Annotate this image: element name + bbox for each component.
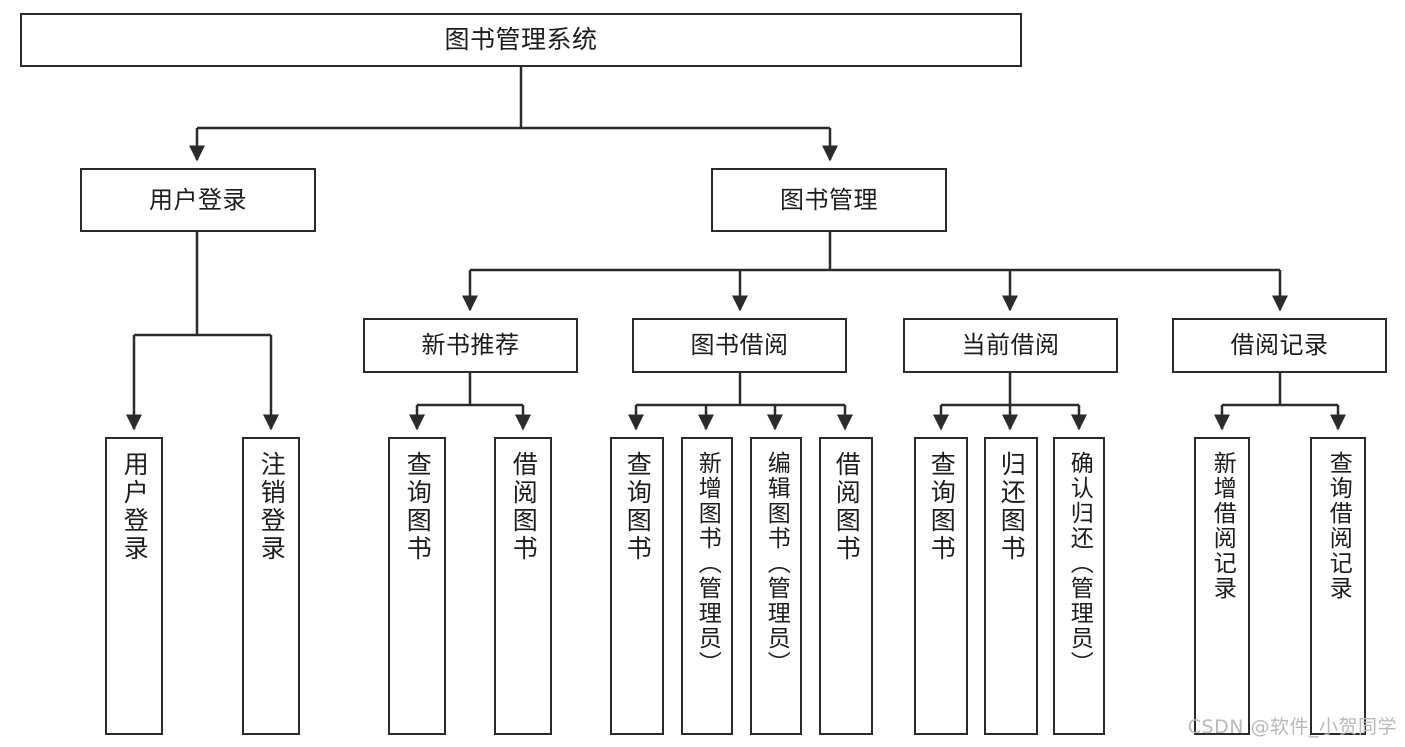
leaf-record-query-record[interactable]: 查询借阅记录 (1310, 437, 1366, 735)
node-label: 注销登录 (257, 451, 287, 563)
node-label: 新增借阅记录 (1209, 451, 1236, 601)
leaf-current-confirm-return-admin[interactable]: 确认归还（管理员） (1053, 437, 1105, 735)
leaf-borrow-edit-book-admin[interactable]: 编辑图书（管理员） (750, 437, 802, 735)
node-label: 借阅图书 (509, 451, 539, 563)
node-root-system[interactable]: 图书管理系统 (20, 13, 1022, 67)
node-label: 查询图书 (623, 451, 653, 563)
node-book-borrow[interactable]: 图书借阅 (632, 318, 847, 373)
node-label: 图书管理 (780, 185, 878, 214)
node-label: 当前借阅 (961, 331, 1060, 360)
node-label: 图书借阅 (690, 331, 789, 360)
node-label: 新增图书（管理员） (694, 451, 721, 676)
node-user-login[interactable]: 用户登录 (80, 168, 316, 232)
node-label: 新书推荐 (421, 331, 520, 360)
node-book-management[interactable]: 图书管理 (711, 168, 947, 232)
leaf-newbook-query-book[interactable]: 查询图书 (388, 437, 446, 735)
leaf-borrow-query-book[interactable]: 查询图书 (610, 437, 664, 735)
node-label: 查询图书 (403, 451, 433, 563)
leaf-borrow-add-book-admin[interactable]: 新增图书（管理员） (681, 437, 733, 735)
node-label: 用户登录 (149, 185, 247, 214)
leaf-user-logout[interactable]: 注销登录 (242, 437, 300, 735)
node-label: 用户登录 (120, 451, 150, 563)
node-label: 查询借阅记录 (1325, 451, 1352, 601)
csdn-watermark: CSDN @软件_小贺同学 (1187, 716, 1397, 738)
node-current-borrow[interactable]: 当前借阅 (903, 318, 1118, 373)
node-label: 归还图书 (997, 451, 1027, 563)
leaf-record-add-record[interactable]: 新增借阅记录 (1194, 437, 1250, 735)
node-label: 确认归还（管理员） (1066, 451, 1093, 676)
node-label: 编辑图书（管理员） (763, 451, 790, 676)
node-borrow-record[interactable]: 借阅记录 (1172, 318, 1387, 373)
leaf-user-login[interactable]: 用户登录 (105, 437, 163, 735)
node-new-book-recommend[interactable]: 新书推荐 (363, 318, 578, 373)
leaf-current-query-book[interactable]: 查询图书 (914, 437, 968, 735)
node-label: 借阅记录 (1230, 331, 1329, 360)
node-label: 图书管理系统 (444, 25, 598, 54)
leaf-borrow-borrow-book[interactable]: 借阅图书 (819, 437, 873, 735)
leaf-current-return-book[interactable]: 归还图书 (984, 437, 1038, 735)
node-label: 查询图书 (927, 451, 957, 563)
leaf-newbook-borrow-book[interactable]: 借阅图书 (494, 437, 552, 735)
node-label: 借阅图书 (832, 451, 862, 563)
